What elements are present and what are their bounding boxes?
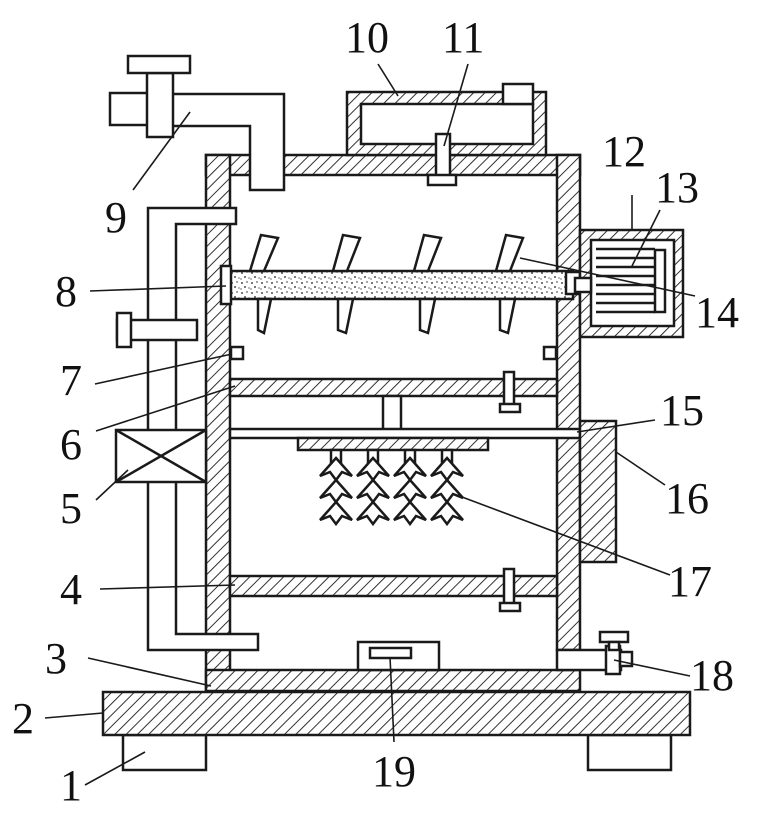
label-14: 14 xyxy=(695,288,739,337)
screw-blades xyxy=(248,233,525,335)
lower-screen-plate xyxy=(228,574,559,598)
base-plate xyxy=(101,690,692,737)
label-6: 6 xyxy=(60,420,82,469)
label-15: 15 xyxy=(660,386,704,435)
label-3: 3 xyxy=(45,634,67,683)
side-motor-box xyxy=(573,228,685,339)
label-8: 8 xyxy=(55,267,77,316)
label-16: 16 xyxy=(665,474,709,523)
pump-box xyxy=(114,428,208,484)
feed-pipe xyxy=(108,54,286,192)
label-10: 10 xyxy=(345,13,389,62)
spray-nozzle xyxy=(393,448,427,527)
label-7: 7 xyxy=(60,356,82,405)
screw-shaft xyxy=(224,269,575,301)
discharge-valve xyxy=(555,630,634,676)
label-4: 4 xyxy=(60,565,82,614)
label-5: 5 xyxy=(60,484,82,533)
label-12: 12 xyxy=(602,127,646,176)
bracket-left xyxy=(229,345,245,361)
label-17: 17 xyxy=(668,557,712,606)
spray-manifold xyxy=(296,436,490,452)
spray-nozzle xyxy=(319,448,353,527)
support-feet xyxy=(121,733,673,772)
label-18: 18 xyxy=(690,651,734,700)
top-shaft xyxy=(426,132,458,187)
label-11: 11 xyxy=(442,13,484,62)
spray-nozzle xyxy=(356,448,390,527)
spray-support-plate xyxy=(228,427,582,440)
label-13: 13 xyxy=(655,163,699,212)
spray-nozzles xyxy=(319,448,464,527)
drain-box xyxy=(356,640,441,672)
bracket-right xyxy=(542,345,558,361)
circulation-pipe xyxy=(115,206,260,652)
label-2: 2 xyxy=(12,694,34,743)
motor-fins xyxy=(596,247,655,314)
label-19: 19 xyxy=(372,747,416,796)
center-column xyxy=(381,394,403,434)
label-1: 1 xyxy=(60,761,82,810)
lower-bolt xyxy=(498,567,522,613)
label-9: 9 xyxy=(105,193,127,242)
spray-nozzle xyxy=(430,448,464,527)
part-labels: 1 2 3 4 5 6 7 8 9 10 11 12 13 14 15 16 1… xyxy=(12,13,739,810)
leader-lines xyxy=(44,63,696,786)
upper-bolt xyxy=(498,370,522,414)
side-panel xyxy=(578,419,618,564)
